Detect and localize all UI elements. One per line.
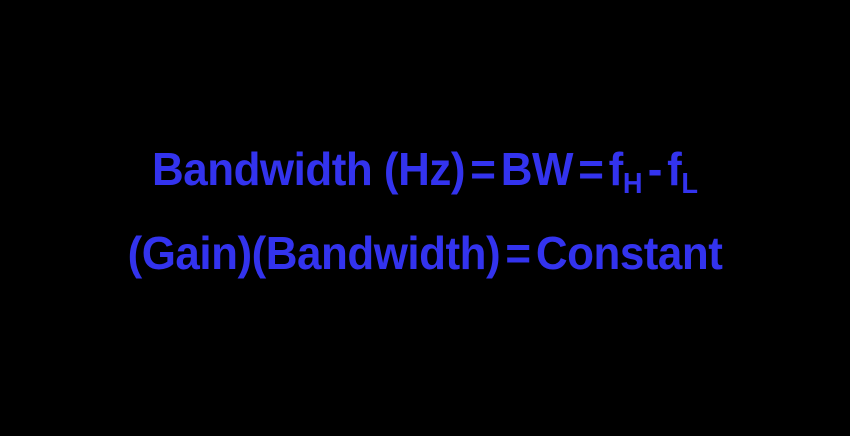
constant-result: Constant <box>535 227 723 279</box>
f-high-subscript: H <box>622 167 643 200</box>
bandwidth-label: Bandwidth (Hz) <box>152 143 465 195</box>
equals-sign-3: = <box>505 227 531 279</box>
f-high-symbol: f <box>608 143 624 195</box>
equals-sign-1: = <box>470 143 496 195</box>
equals-sign-2: = <box>578 143 604 195</box>
formula-gain-bandwidth-product: (Gain)(Bandwidth)=Constant <box>19 230 831 276</box>
minus-sign: - <box>647 143 663 195</box>
bandwidth-term: (Bandwidth) <box>251 227 501 279</box>
f-low-subscript: L <box>681 167 698 200</box>
gain-term: (Gain) <box>127 227 253 279</box>
formula-bandwidth-definition: Bandwidth (Hz)=BW=fH-fL <box>19 143 831 198</box>
bw-abbreviation: BW <box>500 143 574 195</box>
f-low-symbol: f <box>667 143 682 195</box>
